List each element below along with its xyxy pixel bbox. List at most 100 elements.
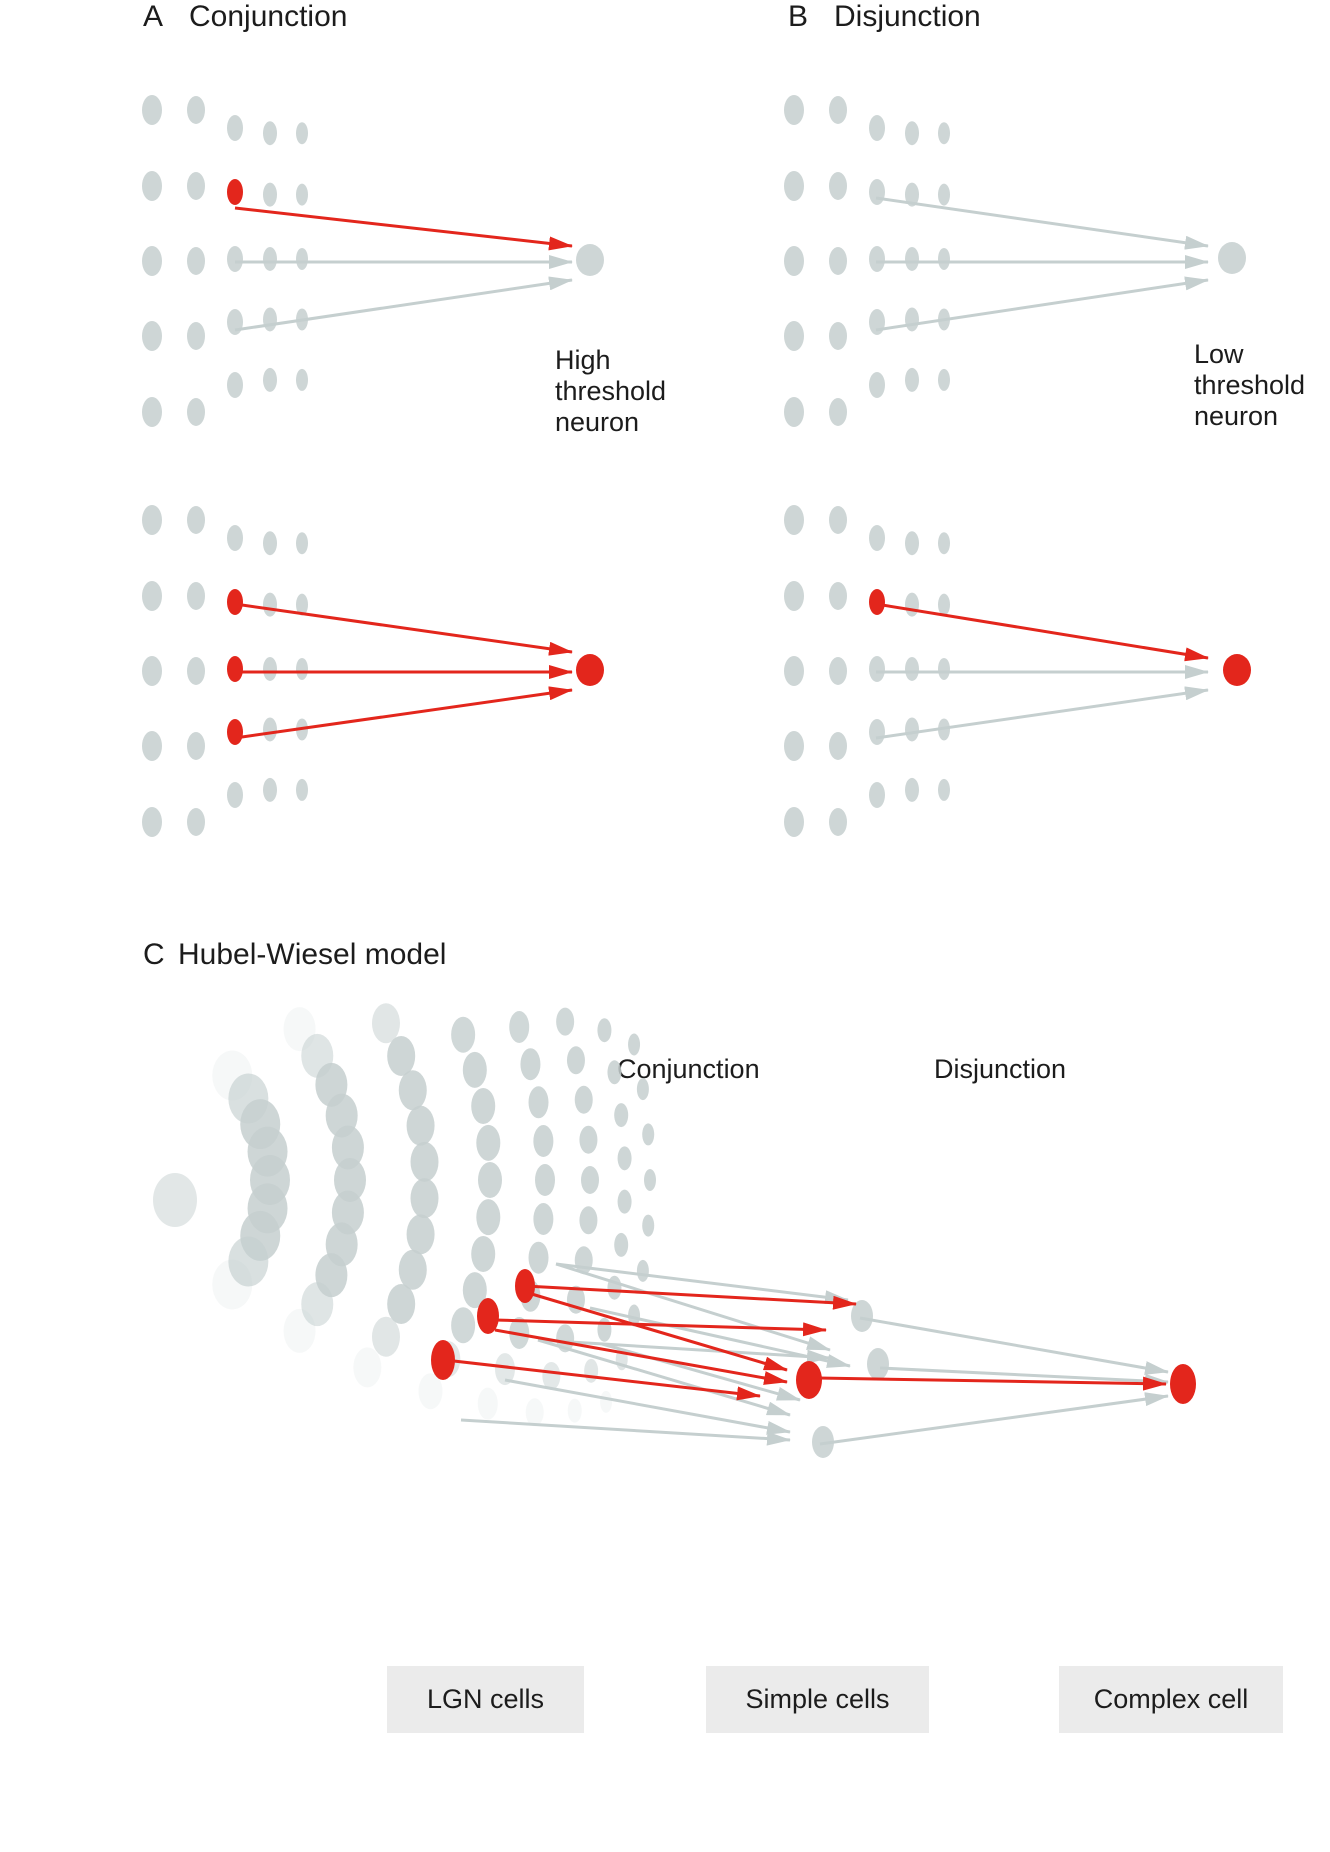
- arrow-layer: [234, 196, 1209, 1446]
- high-threshold-output-neuron-active: [576, 654, 604, 686]
- lgn-dot: [533, 1125, 554, 1158]
- input-dot: [784, 321, 804, 351]
- lgn-dot: [406, 1214, 435, 1255]
- lgn-dot: [600, 1390, 613, 1413]
- high-threshold-label: High threshold neuron: [555, 345, 666, 438]
- panel-c-letter: C: [143, 938, 165, 971]
- input-dot: [905, 367, 919, 392]
- input-dot: [187, 398, 205, 426]
- input-dot: [187, 582, 205, 610]
- lgn-dot: [212, 1259, 253, 1310]
- lgn-to-simple-arrow: [504, 1378, 791, 1435]
- lgn-dot: [520, 1048, 541, 1081]
- lgn-dot: [614, 1232, 629, 1257]
- low-threshold-line-2: threshold: [1194, 370, 1306, 400]
- connection-arrow: [875, 686, 1209, 740]
- active-path-arrow: [494, 1318, 827, 1337]
- input-dot: [905, 656, 919, 681]
- high-threshold-line-1: High: [555, 345, 611, 375]
- input-dot: [829, 657, 847, 685]
- input-dot: [263, 777, 277, 802]
- input-dot: [263, 531, 277, 556]
- lgn-dot: [478, 1162, 502, 1198]
- lgn-dot: [579, 1125, 598, 1154]
- input-dot: [784, 807, 804, 837]
- high-threshold-line-3: neuron: [555, 407, 640, 437]
- lgn-to-simple-arrow: [589, 1306, 851, 1368]
- lgn-dot: [535, 1164, 555, 1196]
- lgn-dot: [542, 1361, 561, 1390]
- input-dot: [905, 246, 919, 271]
- lgn-dot: [614, 1103, 629, 1128]
- input-dot: [784, 656, 804, 686]
- input-dot: [227, 115, 243, 141]
- lgn-dot: [418, 1373, 443, 1410]
- lgn-dot: [398, 1070, 427, 1111]
- input-dot: [296, 247, 308, 270]
- input-dot: [905, 777, 919, 802]
- active-connection-arrow: [234, 206, 573, 251]
- input-dot: [187, 247, 205, 275]
- complex-cell-label: Complex cell: [1059, 1666, 1283, 1733]
- input-dot: [869, 719, 885, 745]
- lgn-dot: [642, 1123, 655, 1146]
- input-dot: [263, 592, 277, 617]
- input-dot: [829, 808, 847, 836]
- input-dot: [187, 96, 205, 124]
- lgn-dot: [387, 1035, 416, 1076]
- input-dot: [296, 778, 308, 801]
- lgn-dot: [597, 1018, 612, 1043]
- lgn-dot: [153, 1173, 197, 1227]
- lgn-dot: [451, 1016, 476, 1053]
- input-dot: [905, 717, 919, 742]
- panel-c-title: Hubel-Wiesel model: [178, 938, 447, 971]
- simple-cell-active: [796, 1361, 822, 1399]
- input-dot: [263, 656, 277, 681]
- active-connection-arrow: [875, 602, 1209, 662]
- lgn-dot: [574, 1085, 593, 1114]
- input-dot: [227, 372, 243, 398]
- input-dot: [296, 657, 308, 680]
- input-dot: [938, 593, 950, 616]
- input-dot: [829, 172, 847, 200]
- lgn-dot: [636, 1259, 649, 1282]
- input-dot: [784, 731, 804, 761]
- lgn-to-simple-arrow: [555, 1262, 849, 1305]
- active-input-dot: [227, 656, 243, 682]
- lgn-dot: [371, 1316, 400, 1357]
- lgn-dot: [462, 1272, 487, 1309]
- input-dot: [296, 532, 308, 555]
- lgn-dot: [471, 1087, 496, 1124]
- high-threshold-output-neuron: [576, 244, 604, 276]
- input-dot: [296, 593, 308, 616]
- lgn-dot: [617, 1146, 632, 1171]
- lgn-dot: [607, 1060, 622, 1085]
- lgn-dot: [584, 1358, 599, 1383]
- lgn-to-simple-arrow: [819, 1392, 1169, 1446]
- input-dot: [187, 322, 205, 350]
- lgn-to-simple-arrow: [537, 1338, 831, 1364]
- input-dot: [905, 307, 919, 332]
- lgn-cell-active: [431, 1340, 455, 1380]
- input-dot: [869, 115, 885, 141]
- simple-cell: [867, 1348, 889, 1380]
- disjunction-stage-label: Disjunction: [934, 1054, 1067, 1084]
- lgn-dot: [451, 1307, 476, 1344]
- active-path-arrow: [817, 1376, 1167, 1391]
- input-dot: [187, 657, 205, 685]
- input-dot: [905, 592, 919, 617]
- low-threshold-line-3: neuron: [1194, 401, 1279, 431]
- low-threshold-line-1: Low: [1194, 339, 1244, 369]
- lgn-dot: [644, 1169, 656, 1191]
- lgn-dot: [509, 1010, 530, 1043]
- lgn-dot: [301, 1282, 334, 1327]
- lgn-dot: [471, 1236, 496, 1273]
- input-dot: [263, 246, 277, 271]
- input-dot: [869, 246, 885, 272]
- lgn-dot: [617, 1189, 632, 1214]
- input-dot: [296, 368, 308, 391]
- input-dot: [829, 582, 847, 610]
- lgn-to-simple-arrow: [537, 1338, 791, 1417]
- input-dot: [227, 782, 243, 808]
